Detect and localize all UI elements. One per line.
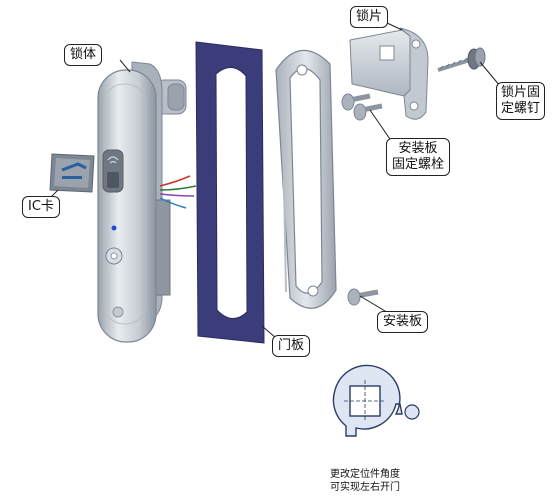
lock-body [97,61,187,343]
lock-plate-label: 锁片 [350,6,389,28]
mounting-plate-screw-graphic [347,288,379,306]
lock-plate-screw-graphic [437,47,486,72]
ic-card-graphic [49,153,95,193]
door-panel-label: 门板 [272,335,311,357]
lock-body-label: 锁体 [64,44,103,66]
leader-lines [49,21,501,339]
lock-plate-screw-label-line2: 定螺钉 [501,101,541,116]
door-panel [195,41,265,344]
ic-card-label: IC卡 [22,196,60,218]
mounting-plate-bolts-graphic [341,93,383,121]
positioning-note-line1: 更改定位件角度 [330,469,400,480]
mounting-plate-frame [275,49,337,309]
lock-plate-screw-label: 锁片固 定螺钉 [496,82,546,120]
positioning-element-detail [332,364,420,437]
mounting-plate-bolt-label: 安装板 固定螺栓 [386,138,451,176]
mounting-plate-bolt-label-line2: 固定螺栓 [392,157,445,172]
positioning-note: 更改定位件角度 可实现左右开门 [310,468,420,494]
lock-plate-graphic [349,27,429,120]
mounting-plate-label: 安装板 [377,311,429,333]
lock-plate-screw-label-line1: 锁片固 [501,85,541,100]
wires [159,175,197,209]
mounting-plate-bolt-label-line1: 安装板 [398,141,438,156]
positioning-note-line2: 可实现左右开门 [330,482,400,493]
